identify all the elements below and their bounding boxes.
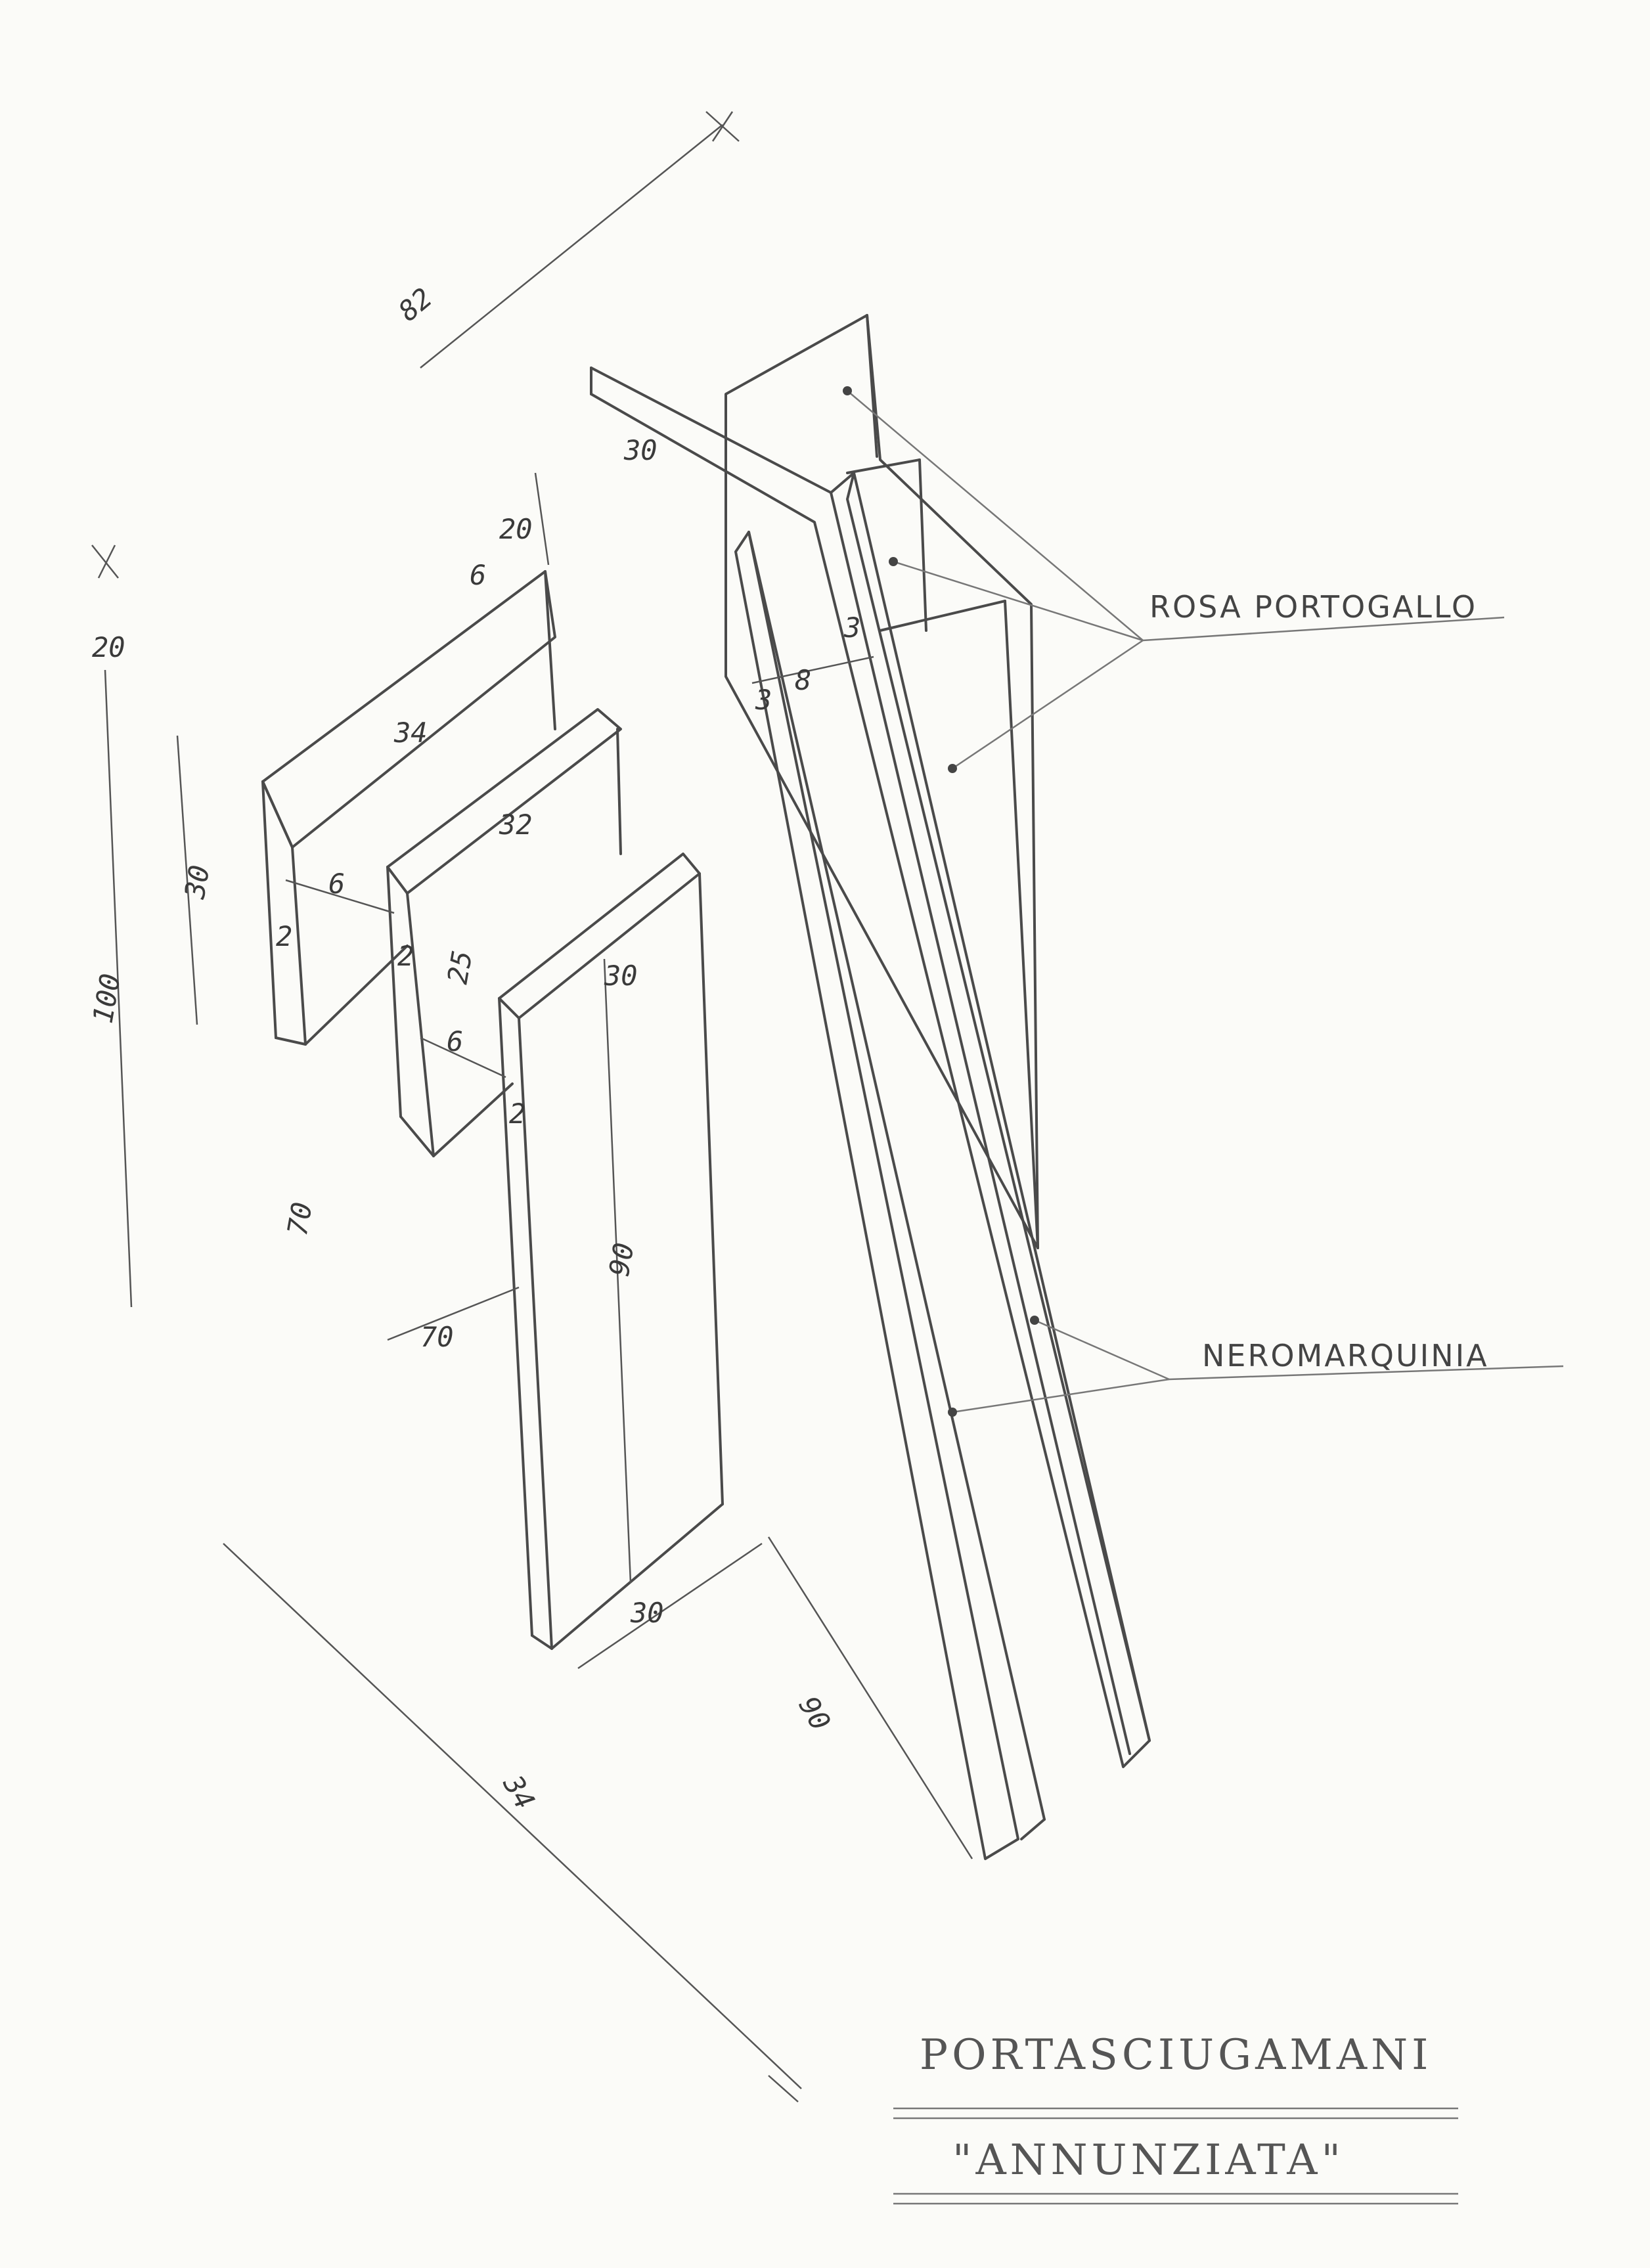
- dim-3-b: 3: [843, 611, 860, 644]
- material-label-neromarquinia: NEROMARQUINIA: [1202, 1338, 1489, 1373]
- dim-90-right: 90: [792, 1691, 837, 1736]
- dim-30-mid: 30: [604, 960, 638, 992]
- dim-3-a: 3: [755, 684, 772, 716]
- dim-2-b: 2: [397, 940, 414, 972]
- dim-30-bottom: 30: [630, 1597, 664, 1629]
- dim-6-b: 6: [328, 868, 345, 900]
- leader-dot: [948, 764, 957, 773]
- leader-dot: [948, 1408, 957, 1417]
- dim-20-b: 20: [92, 631, 125, 663]
- leader-dot: [889, 557, 898, 566]
- shelf-34: [261, 570, 556, 1046]
- main-plank: [590, 367, 1151, 1860]
- dim-6-a: 6: [470, 559, 486, 591]
- front-panel: [498, 853, 724, 1650]
- dim-20-a: 20: [499, 513, 533, 545]
- dim-82-label: 82: [392, 282, 438, 328]
- dim-30-top: 30: [623, 434, 658, 466]
- dim-34: 34: [393, 717, 428, 749]
- dim-100: 100: [87, 971, 127, 1026]
- dim-70-b: 70: [420, 1321, 454, 1353]
- shelf-32: [386, 708, 622, 1157]
- dim-25: 25: [441, 948, 479, 986]
- material-leaders: [843, 386, 1564, 1417]
- title-line-1: PORTASCIUGAMANI: [920, 2031, 1432, 2079]
- dim-32: 32: [499, 809, 533, 841]
- dim-2-a: 2: [276, 920, 292, 952]
- leader-dot: [1030, 1316, 1039, 1325]
- material-label-rosa-portogallo: ROSA PORTOGALLO: [1149, 589, 1477, 625]
- title-line-2: "ANNUNZIATA": [952, 2136, 1345, 2185]
- back-panel: [725, 314, 1039, 1249]
- dim-8: 8: [795, 664, 811, 696]
- dimension-82: 82: [392, 111, 740, 368]
- dim-2-c: 2: [509, 1098, 525, 1130]
- dim-90: 90: [603, 1240, 640, 1278]
- dim-30-left: 30: [178, 862, 215, 901]
- leader-dot: [843, 386, 852, 395]
- dimension-lines: [91, 472, 973, 2102]
- dimension-labels: 30 20 6 3 8 3 20 100 30 34 32 6 6 2 2 2 …: [87, 434, 861, 1815]
- title-block: PORTASCIUGAMANI "ANNUNZIATA": [893, 2031, 1458, 2205]
- dim-70-a: 70: [281, 1200, 319, 1238]
- dim-6-c: 6: [447, 1025, 463, 1057]
